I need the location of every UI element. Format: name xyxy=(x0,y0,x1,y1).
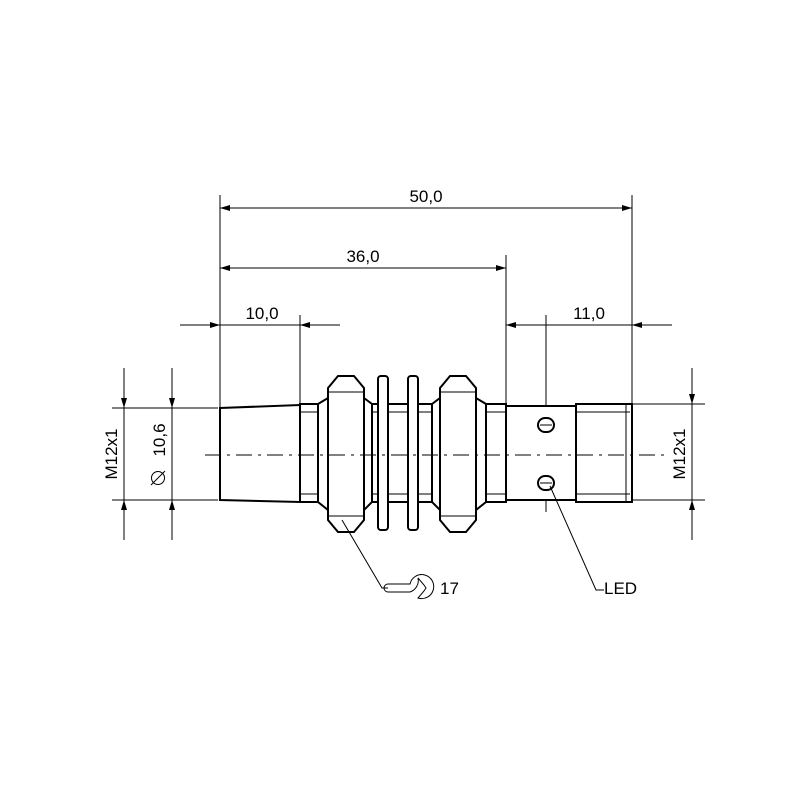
hex-nut-left xyxy=(317,375,373,533)
dimension-thread-right: M12x1 xyxy=(670,368,695,540)
lock-washer-right xyxy=(407,375,419,531)
diameter-icon xyxy=(150,470,166,486)
thread-left-label: M12x1 xyxy=(102,428,121,479)
sensing-face xyxy=(219,403,301,504)
led-label: LED xyxy=(604,579,637,598)
dimension-overall: 50,0 xyxy=(220,187,632,211)
dimension-thread-length-label: 36,0 xyxy=(346,247,379,266)
thread-right-label: M12x1 xyxy=(670,428,689,479)
dimension-thread-length: 36,0 xyxy=(220,247,506,271)
wrench-callout: 17 xyxy=(341,519,459,600)
lock-washer-left xyxy=(377,375,389,531)
led-callout: LED xyxy=(549,485,637,598)
extension-lines xyxy=(112,195,705,512)
dimension-sensing-face: 10,0 xyxy=(180,304,340,328)
dimension-connector: 11,0 xyxy=(506,304,672,328)
dimension-connector-label: 11,0 xyxy=(573,304,605,323)
wrench-size-label: 17 xyxy=(440,579,459,598)
dimension-overall-label: 50,0 xyxy=(409,187,442,206)
dimension-face-diameter: 10,6 xyxy=(150,368,175,540)
hex-nut-right xyxy=(431,375,487,533)
sensor-body xyxy=(205,375,665,533)
connector xyxy=(575,403,633,503)
led-window-top xyxy=(537,417,555,433)
dimension-thread-left: M12x1 xyxy=(102,368,127,540)
face-diameter-label: 10,6 xyxy=(150,423,169,456)
led-window-bottom xyxy=(537,475,555,491)
wrench-icon xyxy=(383,574,435,600)
dimension-sensing-face-label: 10,0 xyxy=(245,304,278,323)
